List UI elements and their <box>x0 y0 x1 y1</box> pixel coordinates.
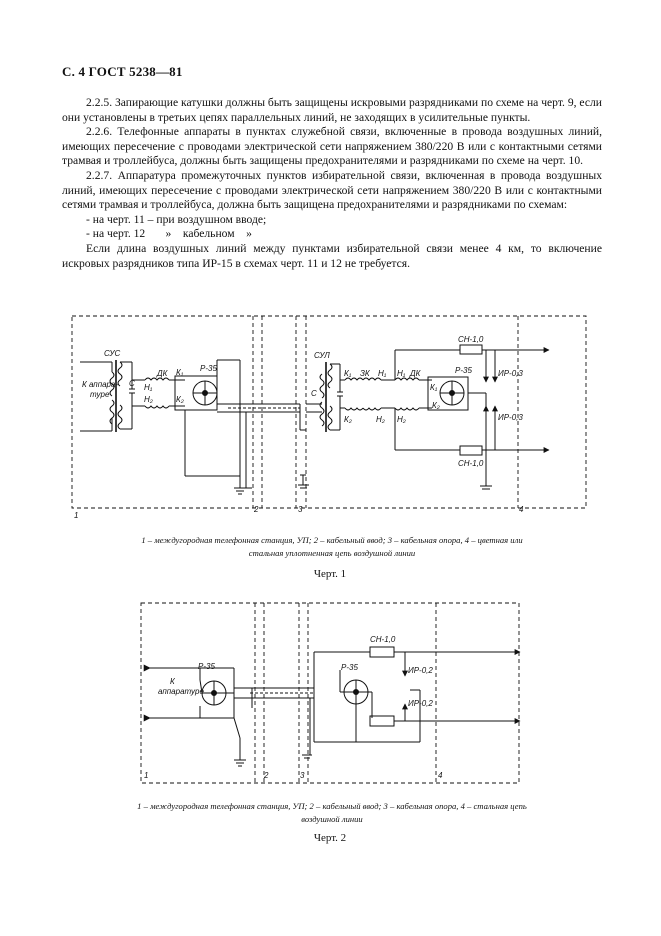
figure-2-diagram <box>140 602 521 784</box>
label-ir-top: ИР-0,3 <box>498 369 523 378</box>
figure-1-caption: 1 – междугородная телефонная станция, УП… <box>62 534 602 560</box>
body-text: 2.2.5. Запирающие катушки должны быть за… <box>62 96 602 271</box>
figure-1-title: Черт. 1 <box>313 568 347 580</box>
zone-label-4: 4 <box>438 771 443 780</box>
label-sus: СУС <box>104 349 120 358</box>
label-ir-bottom: ИР-0,2 <box>408 699 433 708</box>
figure-2-caption: 1 – междугородная телефонная станция, УП… <box>62 800 602 826</box>
label-equipment: аппаратуре <box>158 687 204 696</box>
label-k1: К₁ <box>176 368 184 377</box>
paragraph-2-2-7: 2.2.7. Аппаратура промежуточных пунктов … <box>62 168 602 212</box>
zone-label-2: 2 <box>263 771 269 780</box>
figure-1-caption-line: 1 – междугородная телефонная станция, УП… <box>141 535 523 545</box>
label-n1: Н₁ <box>144 383 153 392</box>
label-c: С <box>129 379 135 388</box>
zone-label-3: 3 <box>298 505 303 514</box>
zone-label-4: 4 <box>519 505 524 514</box>
figure-2-title: Черт. 2 <box>313 832 347 844</box>
label-sul: СУЛ <box>314 351 330 360</box>
list-item: - на черт. 11 – при воздушном вводе; <box>86 212 267 226</box>
label-n2: Н₂ <box>144 395 153 404</box>
label-n2c: Н₂ <box>397 415 406 424</box>
label-to-equipment: К аппара- <box>82 380 118 389</box>
label-c2: С <box>311 389 317 398</box>
page-header: С. 4 ГОСТ 5238—81 <box>62 64 183 79</box>
label-sn-top: СН-1,0 <box>370 635 396 644</box>
zone-label-3: 3 <box>300 771 305 780</box>
list-item: - на черт. 12 » кабельном » <box>86 227 252 241</box>
label-dk2: ДК <box>409 369 422 378</box>
label-k: К <box>170 677 176 686</box>
label-ir-top: ИР-0,2 <box>408 666 433 675</box>
label-k2b: К₂ <box>344 415 352 424</box>
figure-2-caption-line: 1 – междугородная телефонная станция, УП… <box>137 801 527 811</box>
label-zk: ЗК <box>360 369 371 378</box>
label-n2b: Н₂ <box>376 415 385 424</box>
label-dk: ДК <box>156 369 169 378</box>
label-p35b: Р-35 <box>455 366 472 375</box>
label-sn-top: СН-1,0 <box>458 335 484 344</box>
zone-label-1: 1 <box>144 771 148 780</box>
label-k2c: К₂ <box>432 401 440 410</box>
figure-2-caption-line: воздушной линии <box>301 814 363 824</box>
paragraph-2-2-6: 2.2.6. Телефонные аппараты в пунктах слу… <box>62 125 602 168</box>
label-k2: К₂ <box>176 395 184 404</box>
label-p35b: Р-35 <box>341 663 358 672</box>
figure-1-diagram <box>71 315 587 509</box>
label-p35: Р-35 <box>200 364 217 373</box>
label-k1c: К₁ <box>430 383 438 392</box>
paragraph-2-2-5: 2.2.5. Запирающие катушки должны быть за… <box>62 96 602 124</box>
label-to-equipment-2: туре <box>90 390 110 399</box>
label-p35: Р-35 <box>198 662 215 671</box>
label-ir-bottom: ИР-0,3 <box>498 413 523 422</box>
zone-label-1: 1 <box>74 511 78 520</box>
label-n1b: Н₁ <box>378 369 387 378</box>
label-n1c: Н₁ <box>397 369 406 378</box>
label-k1b: К₁ <box>344 369 352 378</box>
label-sn-bottom: СН-1,0 <box>458 459 484 468</box>
zone-label-2: 2 <box>253 505 259 514</box>
closing-paragraph: Если длина воздушных линий между пунктам… <box>62 241 602 270</box>
figure-1-caption-line: стальная уплотненная цепь воздушной лини… <box>248 548 416 558</box>
